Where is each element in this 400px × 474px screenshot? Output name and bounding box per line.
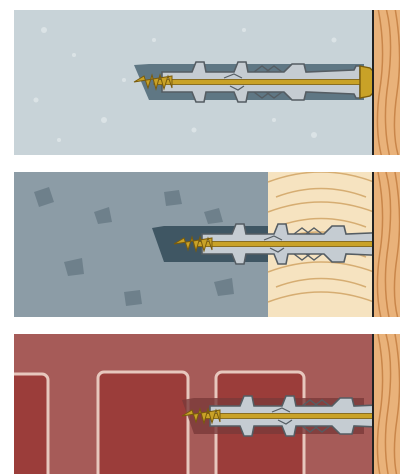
concrete-panel	[14, 10, 400, 155]
wood-board	[373, 172, 400, 317]
perforated-brick-panel	[14, 334, 400, 474]
wood-board	[373, 10, 400, 155]
aerated-concrete-panel	[14, 172, 400, 317]
wood-board	[373, 334, 400, 474]
